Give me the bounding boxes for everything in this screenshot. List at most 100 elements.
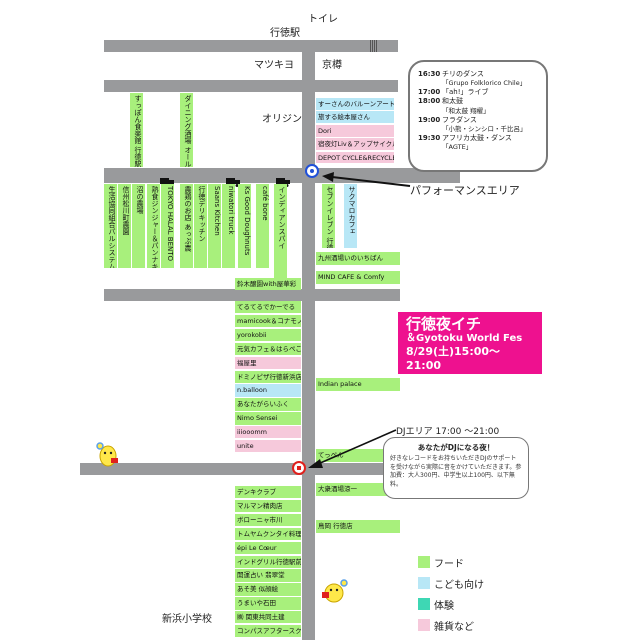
- mascot-icon: [322, 579, 348, 603]
- schedule-time: 17:00: [418, 88, 441, 97]
- dj-arrow: [308, 429, 397, 468]
- dj-dot-icon: [297, 466, 301, 470]
- schedule-title: フラダンス: [442, 115, 477, 124]
- legend-label: こども向け: [434, 580, 484, 591]
- stall-item[interactable]: épi Le Cœur: [235, 541, 301, 554]
- stall-item[interactable]: Nimo Sensei: [235, 412, 301, 425]
- stall-item[interactable]: ㈱ 関東共同土建: [235, 611, 301, 624]
- schedule-title: 和太鼓: [442, 97, 463, 106]
- schedule-item: 17:00「ah!」ライブ: [418, 88, 540, 97]
- dj-area-label: DJエリア 17:00 〜21:00: [396, 427, 500, 437]
- legend-label: 体験: [434, 601, 454, 612]
- road-middle: [104, 289, 400, 301]
- stall-item[interactable]: Ks Good Doughnuts: [238, 184, 251, 268]
- stall-item[interactable]: 行徳デリキッチン: [194, 184, 207, 268]
- schedule-time: 18:00: [418, 97, 441, 106]
- performance-arrow: [322, 172, 411, 187]
- stall-item[interactable]: てるてるでかーでる: [235, 301, 301, 314]
- kyobashi-label: 京樽: [322, 60, 342, 71]
- stall-item[interactable]: 生活協同組合パルシステム千葉: [104, 184, 117, 268]
- schedule-subtitle: 「Grupo Folklorico Chile」: [442, 79, 527, 88]
- schedule-time: 16:30: [418, 70, 441, 78]
- stall-item[interactable]: café bone: [256, 184, 269, 268]
- stall-item[interactable]: 宿夜灯Liv＆アップサイクル: [316, 138, 394, 151]
- legend-swatch: [418, 619, 430, 631]
- stall-item[interactable]: あそ美 似顔絵: [235, 583, 301, 596]
- event-title-banner: 行徳夜イチ ＆Gyotoku World Fes 8/29(土)15:00〜21…: [398, 312, 542, 374]
- dj-info-box: あなたがDJになる夜！ 好きなレコードをお持ちいただきDJのサポートを受けながら…: [383, 437, 529, 499]
- stall-item[interactable]: うまいや石田: [235, 597, 301, 610]
- legend-swatch: [418, 577, 430, 589]
- toilet-label: トイレ: [308, 14, 338, 25]
- stall-item[interactable]: 鈴木醸園with屋華彩: [235, 278, 301, 290]
- dj-info-heading: あなたがDJになる夜！: [417, 443, 495, 452]
- stall-item[interactable]: ダイニング酒場 オールブルー: [180, 93, 193, 167]
- stall-item[interactable]: mamicook＆コナモノヤム: [235, 314, 301, 328]
- stall-item[interactable]: インドグリル行徳駅前店: [235, 555, 301, 568]
- stall-item[interactable]: Indian palace: [316, 378, 400, 391]
- stall-item[interactable]: ドミノピザ行徳新浜店: [235, 370, 301, 383]
- stall-item[interactable]: すーさんのバルーンアート: [316, 98, 394, 110]
- stall-item[interactable]: 農鶏のお店 あっぷ農: [180, 184, 193, 268]
- dj-area-marker[interactable]: [292, 461, 306, 475]
- stall-item[interactable]: niwatori truck: [222, 184, 235, 268]
- stall-item[interactable]: DEPOT CYCLE&RECYCLE: [316, 151, 394, 164]
- performance-stage-marker[interactable]: [305, 164, 319, 178]
- stall-item[interactable]: デンキクラブ: [235, 486, 301, 499]
- stall-item[interactable]: 鳥岡 行徳店: [316, 520, 400, 533]
- legend-label: 雑貨など: [434, 622, 474, 633]
- stall-item[interactable]: あなたがらいふく: [235, 398, 301, 411]
- legend-label: フード: [434, 559, 464, 570]
- stall-item[interactable]: コンパスアフタースクール: [235, 625, 301, 638]
- stall-item[interactable]: トムヤムクンタイ料理: [235, 527, 301, 541]
- stage-dot-icon: [310, 169, 314, 173]
- stall-item[interactable]: てっぺん: [316, 449, 400, 462]
- stall-item[interactable]: 福屋里: [235, 356, 301, 369]
- stall-item[interactable]: 開運占い 翡翠堂: [235, 569, 301, 582]
- stall-item[interactable]: MIND CAFE & Comfy: [316, 271, 400, 284]
- dj-info-text: 好きなレコードをお持ちいただきDJのサポートを受けながら実際に音をかけていただき…: [390, 455, 522, 488]
- stall-item[interactable]: 大衆酒場涼一: [316, 483, 400, 496]
- school-label: 新浜小学校: [162, 614, 212, 625]
- matsukiyo-label: マツキヨ: [254, 60, 294, 71]
- stall-item[interactable]: TOKYO HALAL BENTO: [161, 184, 174, 268]
- road-main-crossing: [104, 168, 460, 183]
- schedule-title: チリのダンス: [442, 70, 484, 78]
- stall-item[interactable]: インディアンスパイ: [274, 184, 287, 280]
- stall-item[interactable]: すっぽん食楽館 行徳駅前: [130, 93, 143, 167]
- stall-item[interactable]: サクマロカフェ: [344, 184, 357, 248]
- schedule-title: 「ah!」ライブ: [442, 88, 489, 97]
- stairs-icon: [370, 40, 377, 52]
- stall-item[interactable]: iiiooomm: [235, 426, 301, 439]
- schedule-subtitle: 「小熊・シンシロ・千比呂」: [442, 124, 527, 133]
- stall-item[interactable]: ボローニャ市川: [235, 513, 301, 527]
- stall-item[interactable]: unite: [235, 440, 301, 453]
- road-upper: [104, 80, 398, 92]
- stall-item[interactable]: Saans Kitchen: [208, 184, 221, 268]
- event-title: 行徳夜イチ: [406, 315, 482, 333]
- stall-item[interactable]: 旅する絵本屋さん: [316, 111, 394, 124]
- schedule-title: アフリカ太鼓・ダンス: [442, 133, 512, 142]
- stall-item[interactable]: 熟食ジンジャー＆パンナキン: [147, 184, 160, 268]
- schedule-time: 19:30: [418, 133, 441, 142]
- stall-item[interactable]: Dori: [316, 124, 394, 137]
- schedule-subtitle: 「AGTE」: [442, 143, 473, 152]
- road-north: [104, 40, 398, 52]
- stall-item[interactable]: 元気カフェ＆はらぺこらぼ: [235, 342, 301, 356]
- stall-item[interactable]: 沼の農場: [132, 184, 145, 268]
- station-label: 行徳駅: [270, 28, 300, 39]
- stall-item[interactable]: 九州酒場いのいちばん: [316, 252, 400, 265]
- mascot-icon: [96, 442, 118, 467]
- performance-area-label: パフォーマンスエリア: [410, 184, 520, 197]
- stall-item[interactable]: n.balloon: [235, 384, 301, 397]
- stall-item[interactable]: セブンイレブン 行徳駅前店: [322, 184, 335, 248]
- stall-item[interactable]: マルマン精肉店: [235, 499, 301, 513]
- legend-swatch: [418, 556, 430, 568]
- stall-item[interactable]: yorokobii: [235, 328, 301, 342]
- schedule-subtitle: 「和太鼓 翔櫂」: [442, 106, 490, 115]
- stall-item[interactable]: 信州松川町農園: [118, 184, 131, 268]
- origin-label: オリジン: [262, 114, 302, 125]
